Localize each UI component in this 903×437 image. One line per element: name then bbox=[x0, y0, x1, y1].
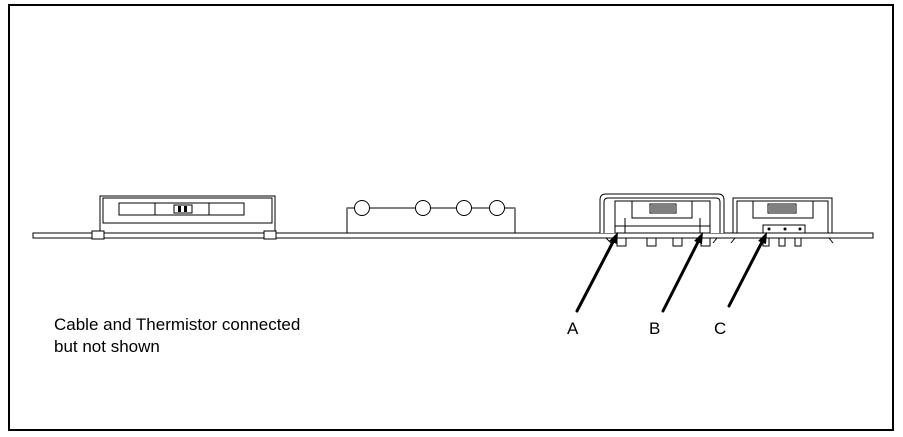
callout-label-c: C bbox=[714, 319, 726, 338]
diagram-frame bbox=[8, 4, 894, 431]
connector-ab bbox=[599, 193, 725, 247]
note-line-2: but not shown bbox=[54, 337, 160, 356]
callout-label-b: B bbox=[649, 319, 660, 338]
leader-line-c bbox=[727, 232, 767, 308]
leader-line-b bbox=[661, 232, 703, 313]
cable-thermistor-note: Cable and Thermistor connected but not s… bbox=[54, 314, 300, 358]
note-line-1: Cable and Thermistor connected bbox=[54, 315, 301, 334]
circuit-board-edge bbox=[32, 232, 874, 239]
callout-label-a: A bbox=[567, 319, 579, 338]
connector-c bbox=[730, 197, 834, 247]
left-connector bbox=[91, 195, 277, 240]
leader-line-a bbox=[575, 232, 618, 313]
resistor-component bbox=[346, 200, 516, 234]
